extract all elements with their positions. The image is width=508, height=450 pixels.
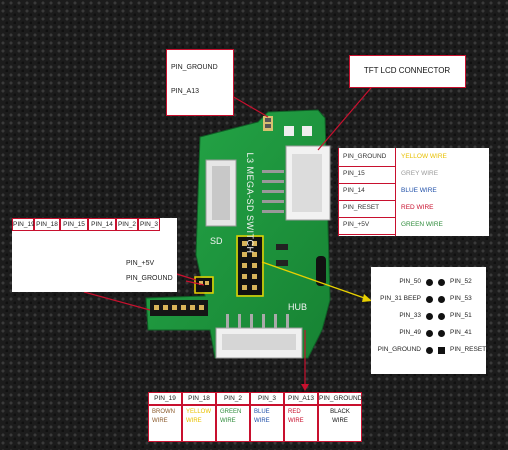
left-header-cell: PIN_19 [12,218,35,231]
sd-label: SD [210,236,223,246]
tft-row-divider [339,200,395,201]
pin-map-left-dot [426,279,433,286]
left-pin-ground: PIN_GROUND [126,275,173,282]
hub-wire-line1: GREEN [220,409,242,415]
pin-map-left-dot [426,313,433,320]
hub-wire-line1: YELLOW [186,409,212,415]
hub-header-cell: PIN_19 [148,392,182,405]
hub-wire-line2: WIRE [186,418,202,424]
hub-wire-line1: RED [288,409,301,415]
pin-map-right-label: PIN_53 [450,295,472,302]
hub-wire-cell: BLACK WIRE [318,405,362,442]
left-header-highlight [194,276,214,294]
tft-pins [262,170,284,213]
hub-header-cell: PIN_A13 [284,392,318,405]
pin-map-left-label: PIN_49 [399,329,421,336]
hub-wire-line1: BROWN [152,409,175,415]
tft-pin-label: PIN_GROUND [343,153,387,160]
left-header-cell: PIN_3 [138,218,160,231]
tft-pin-label: PIN_+5V [343,221,370,228]
pin-map-right-marker [438,347,445,354]
pin-map-left-label: PIN_50 [399,278,421,285]
hub-wire-line1: BLACK [330,409,350,415]
tft-row-divider [339,217,395,218]
smd-component [276,244,288,250]
pin-map-left-dot [426,330,433,337]
tft-row-divider [339,183,395,184]
left-header-cell: PIN_18 [34,218,60,231]
smd-component [276,260,288,266]
left-header-cell: PIN_14 [88,218,116,231]
pin-map-right-label: PIN_RESET [450,346,487,353]
pin-map-left-dot [426,347,433,354]
tft-pin-column-divider [395,148,396,236]
tft-wire-table: PIN_GROUND YELLOW WIRE PIN_15 GREY WIRE PIN_… [338,148,489,236]
pin-map-right-label: PIN_52 [450,278,472,285]
tft-wire-label: BLUE WIRE [401,187,437,194]
tft-wire-label: GREEN WIRE [401,221,443,228]
hub-wire-cell: RED WIRE [284,405,318,442]
mount-hole [284,126,294,136]
tft-wire-label: RED WIRE [401,204,434,211]
hub-wire-cell: BROWN WIRE [148,405,182,442]
tft-pin-label: PIN_15 [343,170,365,177]
pin-map-left-label: PIN_31 BEEP [380,295,421,302]
pin-map-right-marker [438,330,445,337]
pin-map-left-dot [426,296,433,303]
left-header-cell: PIN_15 [60,218,88,231]
tft-title-box: TFT LCD CONNECTOR [349,55,466,88]
tft-row-divider [339,234,395,235]
callout-pin-a13: PIN_A13 [171,88,200,95]
pin-map-right-label: PIN_51 [450,312,472,319]
hub-wire-cell: BLUE WIRE [250,405,284,442]
tft-row-divider [339,166,395,167]
tft-pin-label: PIN_RESET [343,204,380,211]
hub-wire-line2: WIRE [254,418,270,424]
ground-a13-callout: PIN_GROUND PIN_A13 [166,49,234,116]
left-pin-header [150,300,208,316]
hub-wire-line2: WIRE [288,418,304,424]
pin-map-right-label: PIN_41 [450,329,472,336]
hub-header-cell: PIN_2 [216,392,250,405]
tft-title: TFT LCD CONNECTOR [363,66,451,75]
tft-wire-label: YELLOW WIRE [401,153,447,160]
icsp-highlight [236,235,264,297]
hub-wire-line2: WIRE [152,418,168,424]
hub-header-cell: PIN_3 [250,392,284,405]
pin-map-right-marker [438,296,445,303]
pin-map-right-marker [438,279,445,286]
left-header-cell: PIN_2 [116,218,138,231]
hub-wire-line1: BLUE [254,409,270,415]
tft-wire-label: GREY WIRE [401,170,439,177]
pin-map-left-label: PIN_33 [399,312,421,319]
callout-pin-ground: PIN_GROUND [171,64,218,71]
hub-wire-cell: GREEN WIRE [216,405,250,442]
mount-hole [302,126,312,136]
buzzer [316,256,326,286]
board-vertical-text: L3 MEGA-SD SWITCH [245,152,255,254]
pin-map-right-marker [438,313,445,320]
top-pin-header [263,116,273,131]
tft-pin-label: PIN_14 [343,187,365,194]
hub-wire-line2: WIRE [220,418,236,424]
hub-header-cell: PIN_18 [182,392,216,405]
hub-label: HUB [288,302,308,312]
hub-wire-cell: YELLOW WIRE [182,405,216,442]
pin-map-left-label: PIN_GROUND [377,346,421,353]
hub-wire-line2: WIRE [332,418,348,424]
left-pin-5v: PIN_+5V [126,260,155,267]
hub-header-cell: PIN_GROUND [318,392,362,405]
